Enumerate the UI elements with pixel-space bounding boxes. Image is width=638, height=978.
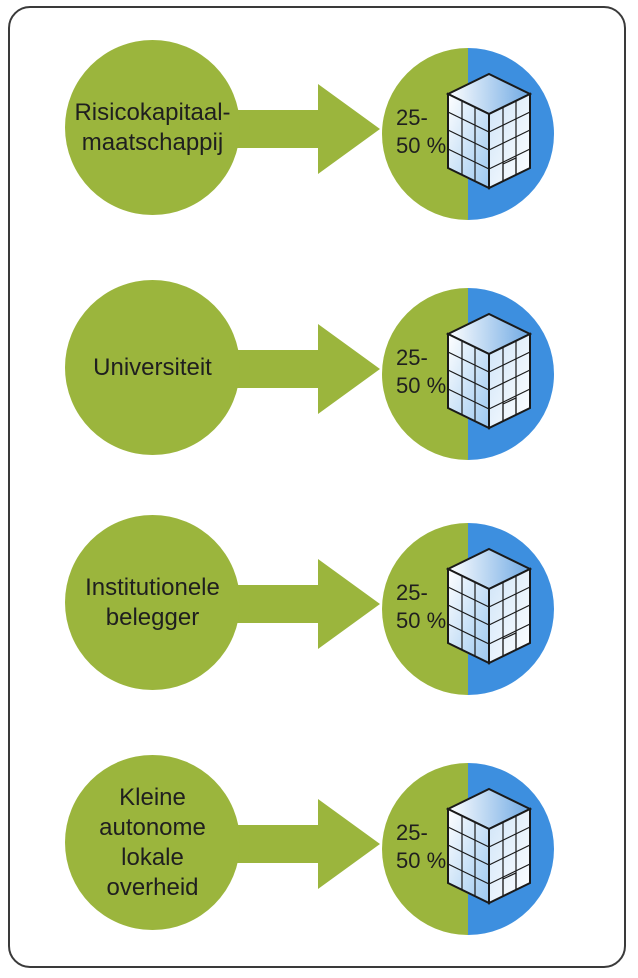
source-label: Institutionele belegger [85, 573, 220, 631]
source-label: Universiteit [93, 353, 212, 381]
arrow-right-icon [230, 559, 380, 649]
ownership-row: Risicokapitaal- maatschappij 25- 50 % [0, 40, 638, 220]
percentage-range-start: 25- [396, 580, 428, 605]
percentage-label: 25- 50 % [396, 344, 446, 400]
target-circle: 25- 50 % [382, 763, 554, 935]
source-circle: Institutionele belegger [65, 515, 240, 690]
ownership-row: Kleine autonome lokale overheid 25- 50 % [0, 755, 638, 935]
source-circle: Kleine autonome lokale overheid [65, 755, 240, 930]
arrow-right-icon [230, 324, 380, 414]
arrow-right-icon [230, 84, 380, 174]
target-circle: 25- 50 % [382, 288, 554, 460]
source-circle: Risicokapitaal- maatschappij [65, 40, 240, 215]
ownership-row: Institutionele belegger 25- 50 % [0, 515, 638, 695]
target-circle: 25- 50 % [382, 523, 554, 695]
target-circle: 25- 50 % [382, 48, 554, 220]
percentage-label: 25- 50 % [396, 579, 446, 635]
percentage-label: 25- 50 % [396, 819, 446, 875]
percentage-range-start: 25- [396, 345, 428, 370]
ownership-row: Universiteit 25- 50 % [0, 280, 638, 460]
source-label: Risicokapitaal- maatschappij [74, 98, 231, 156]
percentage-range-end: 50 % [396, 848, 447, 873]
percentage-range-start: 25- [396, 105, 428, 130]
building-icon [446, 547, 532, 665]
building-icon [446, 312, 532, 430]
percentage-range-end: 50 % [396, 373, 447, 398]
source-circle: Universiteit [65, 280, 240, 455]
building-icon [446, 787, 532, 905]
percentage-label: 25- 50 % [396, 104, 446, 160]
percentage-range-start: 25- [396, 820, 428, 845]
arrow-right-icon [230, 799, 380, 889]
percentage-range-end: 50 % [396, 133, 447, 158]
percentage-range-end: 50 % [396, 608, 447, 633]
building-icon [446, 72, 532, 190]
source-label: Kleine autonome lokale overheid [99, 783, 206, 901]
